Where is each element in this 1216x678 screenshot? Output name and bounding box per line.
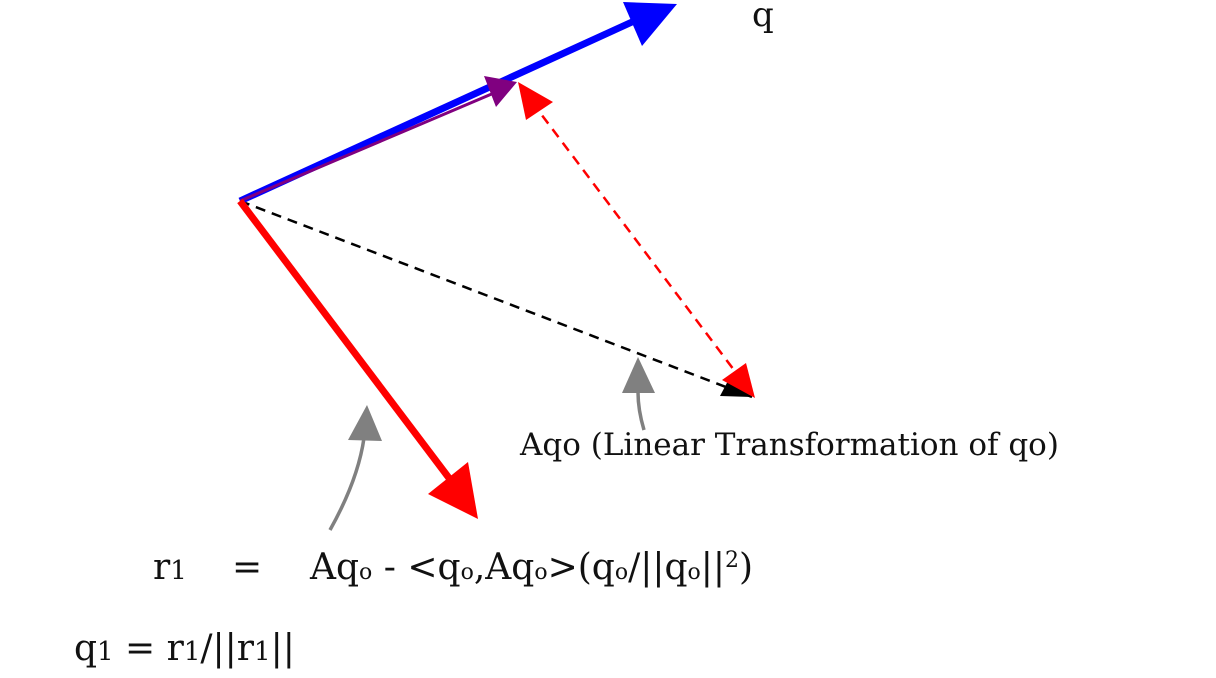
aqo-arrowhead: [720, 379, 752, 397]
q1-symbol: q: [74, 628, 97, 669]
r1-equation: r1=Aqo - <qo,Aqo>(qo/||qo||2): [153, 547, 753, 588]
r1-vector: [237, 198, 455, 485]
r1-equals: =: [232, 547, 262, 588]
q1-eq-r: = r: [114, 628, 185, 669]
r1-pointer: [328, 437, 366, 531]
q1-norm-close: ||: [271, 628, 295, 669]
r1-comma-aq: ,Aq: [474, 547, 535, 588]
r1-q-sub2: o: [615, 560, 628, 585]
r1-q-sub3: o: [688, 560, 701, 585]
q-arrowhead: [623, 2, 677, 46]
r1-power: 2: [725, 548, 739, 573]
projection-vector: [239, 91, 495, 203]
q1-r-sub: 1: [184, 637, 201, 667]
aqo-pointer: [636, 391, 646, 431]
difference-arrowhead-bottom: [722, 363, 755, 398]
r1-aq-sub: o: [359, 560, 372, 585]
r1-q-sub1: o: [461, 560, 474, 585]
r1-paren-close: ): [739, 547, 753, 588]
r1-gt-paren-q: >(q: [548, 547, 615, 588]
aqo-vector: [239, 199, 753, 399]
aqo-label: Aqo (Linear Transformation of qo): [519, 427, 1059, 463]
q1-slash-norm-r: /||r: [200, 628, 254, 669]
r1-aq: Aq: [309, 547, 359, 588]
r1-arrowhead: [428, 462, 478, 519]
r1-aq-sub2: o: [534, 560, 547, 585]
r1-slash-norm-q: /||q: [628, 547, 687, 588]
r1-symbol: r: [153, 547, 171, 588]
q1-r-sub2: 1: [254, 637, 271, 667]
q1-equation: q1 = r1/||r1||: [74, 628, 295, 669]
difference-vector: [531, 101, 741, 379]
difference-arrowhead-top: [518, 82, 553, 120]
q1-subscript: 1: [97, 637, 114, 667]
projection-arrowhead: [484, 76, 517, 107]
r1-subscript: 1: [170, 556, 187, 586]
aqo-pointer-head: [622, 357, 655, 393]
r1-minus: - <q: [372, 547, 460, 588]
q-vector: [238, 18, 634, 205]
r1-norm-close: ||: [701, 547, 725, 588]
q-label: q: [752, 0, 774, 35]
r1-pointer-head: [348, 405, 382, 441]
